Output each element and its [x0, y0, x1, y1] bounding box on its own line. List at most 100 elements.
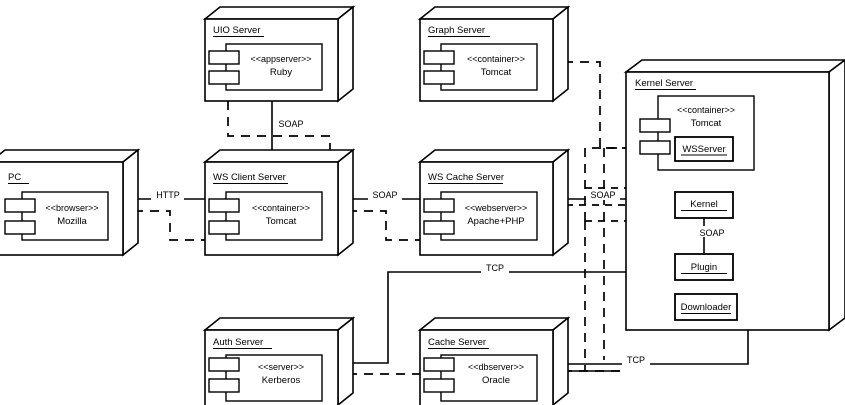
- node-kernel-container-name: Tomcat: [691, 118, 722, 129]
- artifact-kernel[interactable]: [674, 191, 734, 219]
- node-auth-title: Auth Server: [213, 337, 263, 348]
- node-graph-component-tab-lower: [423, 70, 455, 85]
- node-pc-top-face: [0, 149, 141, 163]
- node-kernel-container-stereotype: <<container>>: [677, 105, 735, 115]
- node-auth-side-face: [337, 316, 354, 405]
- label-bg-http: [151, 189, 184, 200]
- node-graph-component-stereotype: <<container>>: [467, 54, 525, 64]
- node-cache-server[interactable]: Cache Server <<dbserver>> Oracle: [417, 316, 571, 405]
- artifact-kernel-label: Kernel: [690, 199, 717, 210]
- node-uio-component-tab-upper: [208, 50, 240, 65]
- connection-cache-kernel-tcp: [563, 330, 749, 365]
- connection-label-http: HTTP: [156, 190, 180, 200]
- node-wscache-component-body: [440, 191, 538, 241]
- label-bg-tcp-auth: [481, 262, 509, 273]
- node-wsclient-side-face: [337, 148, 354, 257]
- node-graph-server[interactable]: Graph Server <<container>> Tomcat: [417, 5, 571, 103]
- node-wsclient-component-tab-upper: [208, 198, 240, 213]
- node-graph-component-body: [440, 43, 538, 91]
- node-graph-component-tab-upper: [423, 50, 455, 65]
- label-bg-tcp-cache: [622, 354, 650, 365]
- node-uio-top-face: [202, 6, 356, 20]
- connection-label-soap-uio: SOAP: [278, 119, 303, 129]
- connection-label-soap-wscache: SOAP: [590, 190, 615, 200]
- node-pc-component-body: [21, 191, 109, 241]
- node-kernel-server[interactable]: Kernel Server <<container>> Tomcat WSSer…: [623, 58, 845, 332]
- node-graph-component-name: Tomcat: [481, 67, 512, 78]
- node-pc-component-tab-lower: [4, 220, 36, 235]
- artifact-plugin[interactable]: [674, 253, 734, 281]
- node-wscache-component-tab-lower: [423, 220, 455, 235]
- node-uio-title: UIO Server: [213, 25, 261, 36]
- artifact-wsserver-label: WSServer: [682, 144, 725, 155]
- connection-label-tcp-auth: TCP: [486, 263, 504, 273]
- node-cacheserver-top-face: [417, 317, 571, 331]
- node-kernel-container-tab-upper: [639, 118, 671, 133]
- node-uio-server[interactable]: UIO Server <<appserver>> Ruby: [202, 5, 356, 103]
- node-pc-component-name: Mozilla: [57, 216, 87, 227]
- artifact-wsserver[interactable]: [674, 136, 734, 162]
- node-pc[interactable]: PC <<browser>> Mozilla: [0, 148, 141, 257]
- node-uio-component-stereotype: <<appserver>>: [250, 54, 311, 64]
- connection-uio-wsclient-dashed: [227, 101, 331, 158]
- node-wsclient-top-face: [202, 149, 356, 163]
- artifact-plugin-label: Plugin: [691, 262, 717, 273]
- node-auth-server[interactable]: Auth Server <<server>> Kerberos: [202, 316, 356, 405]
- artifact-downloader-label: Downloader: [681, 302, 732, 313]
- node-kernel-title: Kernel Server: [635, 78, 693, 89]
- node-kernel-container-tab-lower: [639, 140, 671, 155]
- node-ws-cache-server[interactable]: WS Cache Server <<webserver>> Apache+PHP: [417, 148, 571, 257]
- node-wscache-component-name: Apache+PHP: [467, 216, 524, 227]
- node-wsclient-component-body: [225, 191, 323, 241]
- node-cacheserver-component-name: Oracle: [482, 375, 510, 386]
- edge-labels-layer: HTTP SOAP SOAP SOAP TCP TCP: [151, 118, 650, 365]
- node-cacheserver-component-tab-lower: [423, 378, 455, 393]
- node-ws-client-server[interactable]: WS Client Server <<container>> Tomcat: [202, 148, 356, 257]
- connection-label-soap-wsclient: SOAP: [372, 190, 397, 200]
- node-auth-component-tab-upper: [208, 357, 240, 372]
- connection-auth-kernel-tcp: [348, 271, 672, 364]
- node-pc-title: PC: [8, 172, 21, 183]
- node-uio-component-tab-lower: [208, 70, 240, 85]
- node-uio-component-body: [225, 43, 323, 91]
- label-bg-soap-wsclient: [368, 189, 402, 200]
- node-auth-component-body: [225, 354, 323, 402]
- node-cacheserver-component-tab-upper: [423, 357, 455, 372]
- node-pc-component-tab-upper: [4, 198, 36, 213]
- node-auth-component-tab-lower: [208, 378, 240, 393]
- node-wscache-side-face: [552, 148, 569, 257]
- node-cacheserver-component-stereotype: <<dbserver>>: [468, 362, 524, 372]
- connection-label-tcp-cache: TCP: [627, 355, 645, 365]
- node-graph-top-face: [417, 6, 571, 20]
- node-wsclient-title: WS Client Server: [213, 172, 286, 183]
- node-kernel-side-face: [828, 58, 845, 332]
- node-cacheserver-component-body: [440, 354, 538, 402]
- node-wscache-title: WS Cache Server: [428, 172, 504, 183]
- node-pc-component-stereotype: <<browser>>: [45, 203, 98, 213]
- label-bg-soap-uio: [274, 118, 308, 129]
- node-uio-component-name: Ruby: [270, 67, 292, 78]
- node-kernel-top-face: [623, 59, 845, 73]
- node-graph-title: Graph Server: [428, 25, 485, 36]
- connection-wsclient-wscache-dashed: [348, 210, 428, 241]
- connection-wscache-riser: [584, 147, 660, 221]
- node-auth-component-stereotype: <<server>>: [258, 362, 304, 372]
- artifact-downloader[interactable]: [674, 293, 738, 321]
- node-wsclient-component-name: Tomcat: [266, 216, 297, 227]
- node-cacheserver-title: Cache Server: [428, 337, 486, 348]
- node-uio-side-face: [337, 5, 354, 103]
- node-pc-side-face: [122, 148, 139, 257]
- label-bg-soap-wscache: [586, 189, 620, 200]
- connection-pc-wsclient-dashed: [118, 210, 214, 241]
- node-auth-component-name: Kerberos: [262, 375, 301, 386]
- node-wscache-component-tab-upper: [423, 198, 455, 213]
- node-auth-top-face: [202, 317, 356, 331]
- node-wscache-component-stereotype: <<webserver>>: [465, 203, 528, 213]
- connection-kernel-plugin-label-bg: [693, 226, 725, 237]
- node-wscache-top-face: [417, 149, 571, 163]
- node-wsclient-component-stereotype: <<container>>: [252, 203, 310, 213]
- connection-kernel-plugin-label: SOAP: [699, 228, 724, 238]
- node-graph-side-face: [552, 5, 569, 103]
